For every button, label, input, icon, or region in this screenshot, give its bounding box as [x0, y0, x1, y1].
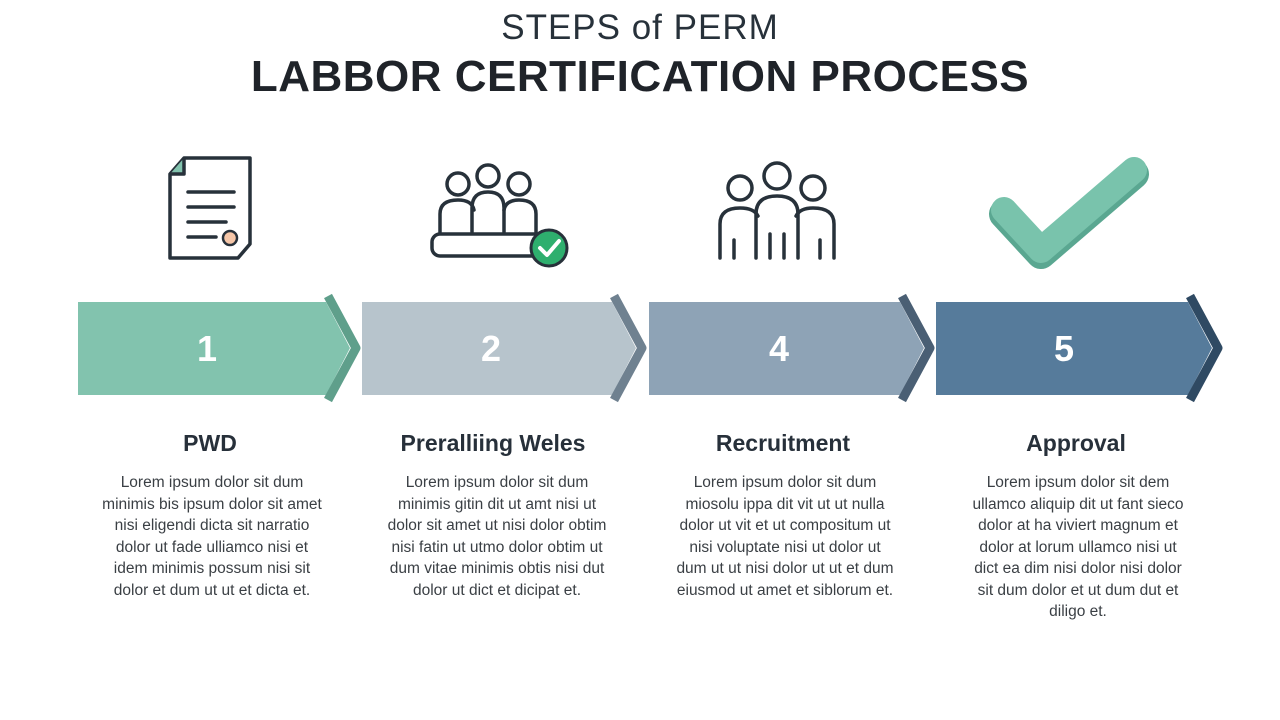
step-3-title: Recruitment [715, 430, 851, 456]
step-4-title: Approval [1026, 430, 1126, 456]
step-3-number: 4 [768, 328, 790, 369]
step-2-number: 2 [480, 328, 502, 369]
group-check-icon [430, 163, 569, 268]
step-3-arrow [649, 293, 935, 403]
title-main: LABBOR CERTIFICATION PROCESS [250, 52, 1030, 101]
group-icon [718, 161, 836, 260]
step-1-description: Lorem ipsum dolor sit dum minimis bis ip… [102, 474, 322, 599]
document-icon [168, 156, 252, 260]
step-3-description: Lorem ipsum dolor sit dum miosolu ippa d… [676, 474, 894, 599]
step-4-arrow [936, 293, 1223, 403]
step-2-description: Lorem ipsum dolor sit dum minimis gitin … [387, 474, 607, 599]
step-1-arrow [78, 293, 361, 403]
step-2-arrow [362, 293, 647, 403]
title-top: STEPS of PERM [501, 8, 779, 47]
step-1-title: PWD [183, 430, 237, 456]
checkmark-icon [989, 157, 1149, 269]
step-1-number: 1 [196, 328, 218, 369]
step-4-number: 5 [1053, 328, 1075, 369]
step-2-title: Preralliing Weles [400, 430, 586, 456]
step-4-description: Lorem ipsum dolor sit dem ullamco aliqui… [972, 474, 1184, 620]
